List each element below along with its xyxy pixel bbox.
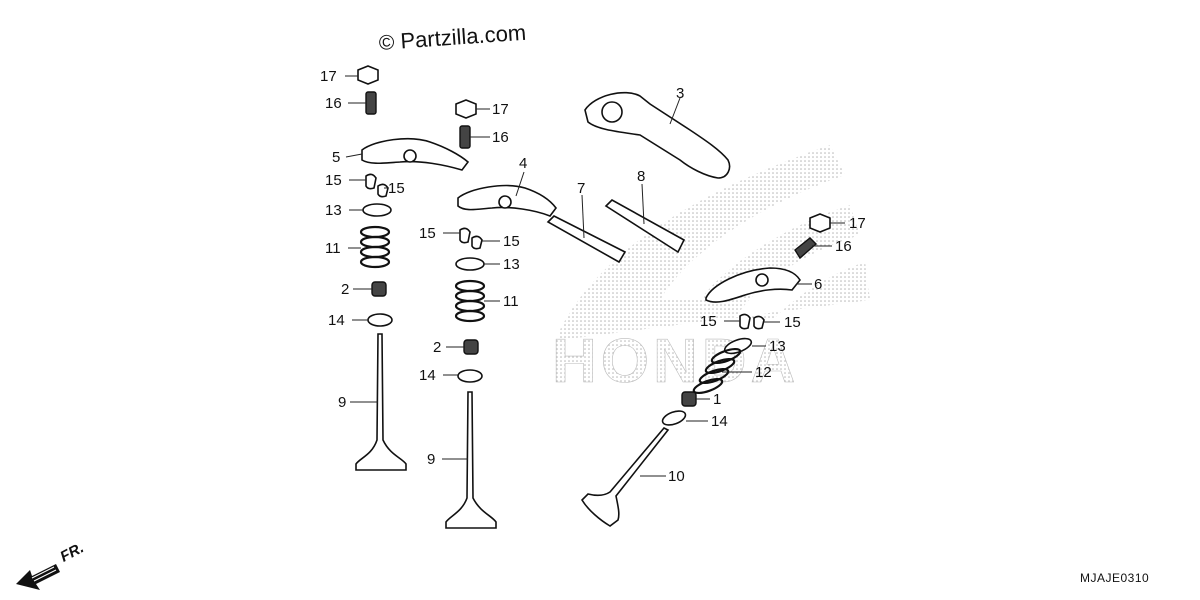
callout-15: 15 [503,233,520,250]
valve-cotter-15c-middle [459,227,471,244]
callout-2: 2 [341,281,349,298]
intake-valve-9-middle [445,391,497,529]
callout-10: 10 [668,468,685,485]
stem-seal-2-middle [463,339,479,355]
callout-15: 15 [325,172,342,189]
spring-retainer-13-middle [455,257,485,271]
rocker-arm-6 [705,267,801,303]
callout-15: 15 [419,225,436,242]
valve-assembly-middle [445,99,558,529]
valve-cotter-15d-middle [471,235,483,250]
callout-3: 3 [676,85,684,102]
valve-spring-12-right [692,347,742,395]
brand-watermark: HONDA [552,145,870,396]
lock-nut-17-middle [455,99,477,119]
adjusting-screw-16-right [794,237,818,260]
diagram-code: MJAJE0310 [1080,571,1150,585]
callout-11: 11 [503,293,519,310]
callout-6: 6 [814,276,822,293]
front-indicator: FR. [12,539,102,595]
stem-seal-1-right [681,391,697,407]
valve-assembly-right [580,213,831,527]
callout-9: 9 [338,394,346,411]
intake-valve-9-left [355,333,407,471]
copyright-symbol: © [378,30,396,55]
spring-retainer-13-left [362,203,392,217]
spring-seat-14-middle [457,369,483,383]
callout-7: 7 [577,180,585,197]
callout-17: 17 [320,68,337,85]
spring-seat-14-right [661,410,687,426]
rocker-arm-6-bore [755,273,769,287]
callout-5: 5 [332,149,340,166]
leader-lines [345,75,845,477]
callout-15: 15 [388,180,405,197]
valve-spring-11-middle [454,279,486,323]
camshaft-3-flange [601,101,623,123]
callout-4: 4 [519,155,527,172]
callout-17: 17 [492,101,509,118]
callout-15: 15 [784,314,801,331]
rocker-shaft-8 [604,199,686,254]
valve-spring-11-left [359,225,391,269]
wing-logo-watermark [560,145,870,340]
valve-cotter-15f-right [753,315,765,330]
callout-2: 2 [433,339,441,356]
callout-8: 8 [637,168,645,185]
valve-assembly-left [355,65,470,471]
valve-cotter-15b-left [377,183,389,198]
callout-13: 13 [325,202,342,219]
callout-16: 16 [492,129,509,146]
rocker-arm-4-bore [498,195,512,209]
adjusting-screw-16-middle [459,125,471,149]
callout-14: 14 [328,312,345,329]
valve-cotter-15e-right [739,313,751,330]
callout-14: 14 [711,413,728,430]
spring-seat-14-left [367,313,393,327]
callout-15: 15 [700,313,717,330]
callout-9: 9 [427,451,435,468]
callout-14: 14 [419,367,436,384]
stem-seal-2-left [371,281,387,297]
callout-12: 12 [755,364,772,381]
callout-1: 1 [713,391,721,408]
front-direction-arrow-icon [16,564,60,590]
callout-labels: 17 16 5 15 15 13 11 2 14 9 17 16 4 15 15… [320,68,866,485]
rocker-shaft-7 [546,215,627,264]
callout-16: 16 [325,95,342,112]
camshaft-and-rocker-shafts [546,91,731,264]
callout-16: 16 [835,238,852,255]
lock-nut-17-right [809,213,831,233]
rocker-arm-5-bore [403,149,417,163]
callout-13: 13 [769,338,786,355]
lock-nut-17-left [357,65,379,85]
adjusting-screw-16-left [365,91,377,115]
callout-13: 13 [503,256,520,273]
callout-11: 11 [325,240,341,257]
valve-cotter-15a-left [365,173,377,190]
exhaust-valve-10 [580,427,670,527]
callout-17: 17 [849,215,866,232]
watermark-wordmark: HONDA [552,327,799,396]
